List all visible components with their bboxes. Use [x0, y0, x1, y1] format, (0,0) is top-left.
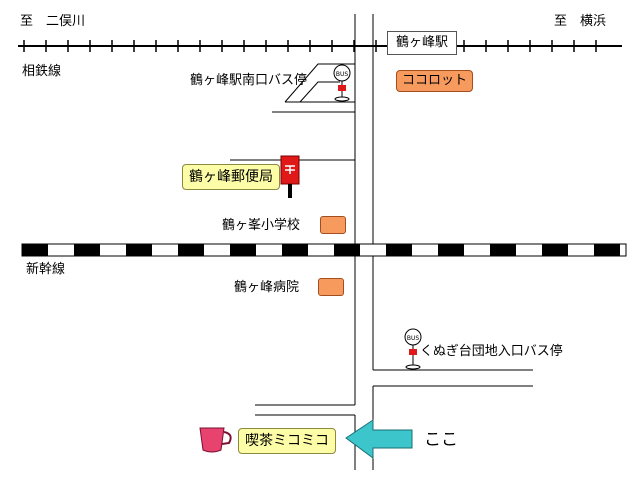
roads [230, 14, 533, 470]
sotetsu-railway-line [18, 40, 622, 52]
post-office-label: 鶴ヶ峰郵便局 [182, 164, 280, 190]
shinkansen-dash [334, 244, 360, 256]
shinkansen-dash [438, 244, 464, 256]
school-marker [320, 216, 346, 234]
bus-sign-text: BUS [407, 335, 420, 342]
post-box-icon [280, 155, 300, 198]
shinkansen-dash [282, 244, 308, 256]
bus-stop-icon-kunugidai: BUS [404, 328, 422, 370]
shinkansen-dash [178, 244, 204, 256]
bus-sign-text: BUS [336, 71, 349, 78]
arrow-icon [345, 419, 413, 459]
shinkansen-dash [594, 244, 620, 256]
station-label: 鶴ヶ峰駅 [387, 31, 458, 55]
shinkansen-dash [490, 244, 516, 256]
shinkansen-dash [230, 244, 256, 256]
shinkansen-dash [22, 244, 48, 256]
here-label: ここ [424, 430, 458, 450]
kunugidai-bus-stop-label: くぬぎ台団地入口バス停 [420, 344, 563, 359]
direction-left: 至 二俣川 [20, 14, 86, 29]
cafe-label: 喫茶ミコミコ [238, 428, 336, 454]
shinkansen-line-label: 新幹線 [26, 262, 66, 277]
direction-right: 至 横浜 [554, 14, 607, 29]
sotetsu-line-label: 相鉄線 [22, 64, 62, 79]
shinkansen-dash [542, 244, 568, 256]
coffee-cup-icon [199, 427, 232, 453]
shinkansen-dash [386, 244, 412, 256]
shinkansen-dash [126, 244, 152, 256]
hospital-marker [318, 278, 344, 296]
school-label: 鶴ヶ峯小学校 [222, 218, 301, 233]
bus-stop-icon-south-exit: BUS [333, 64, 351, 102]
shinkansen-railway-line [21, 243, 627, 257]
cocorot-label: ココロット [396, 70, 474, 92]
south-exit-bus-stop-label: 鶴ヶ峰駅南口バス停 [190, 73, 308, 88]
shinkansen-dash [74, 244, 100, 256]
hospital-label: 鶴ヶ峰病院 [234, 280, 300, 295]
